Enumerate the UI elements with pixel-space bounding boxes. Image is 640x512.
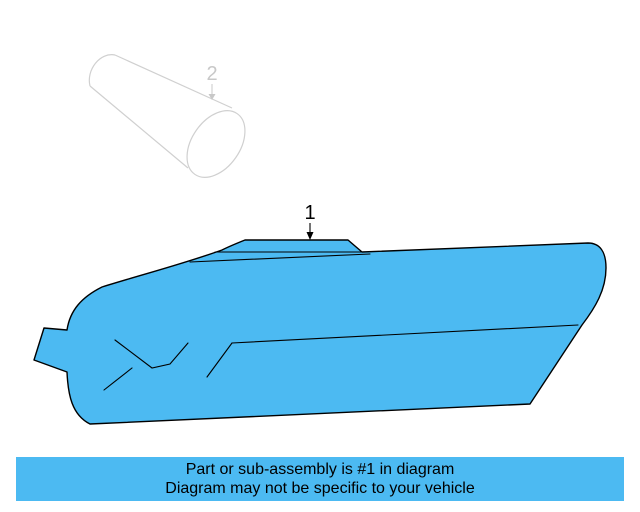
lamp-detail-vee bbox=[114, 339, 189, 369]
lamp-detail-stroke bbox=[103, 367, 133, 391]
callout-1-label: 1 bbox=[304, 202, 315, 224]
housing-inner-ridge bbox=[206, 342, 233, 378]
cylinder-end-cap bbox=[186, 110, 246, 178]
cylinder-body-outline bbox=[88, 54, 233, 169]
banner-line-2: Diagram may not be specific to your vehi… bbox=[165, 480, 475, 497]
main-part-housing bbox=[33, 239, 607, 425]
secondary-part-cylinder bbox=[88, 54, 246, 178]
callout-2-label: 2 bbox=[206, 63, 217, 85]
callout-1-arrow bbox=[306, 223, 314, 240]
disclaimer-banner: Part or sub-assembly is #1 in diagram Di… bbox=[16, 457, 624, 501]
parts-diagram: 2 1 bbox=[33, 54, 607, 425]
main-part-body bbox=[33, 239, 607, 425]
banner-line-1: Part or sub-assembly is #1 in diagram bbox=[185, 461, 455, 478]
callout-2-arrow bbox=[208, 84, 216, 100]
housing-middle-crease bbox=[231, 324, 579, 344]
housing-top-crease bbox=[189, 251, 371, 263]
